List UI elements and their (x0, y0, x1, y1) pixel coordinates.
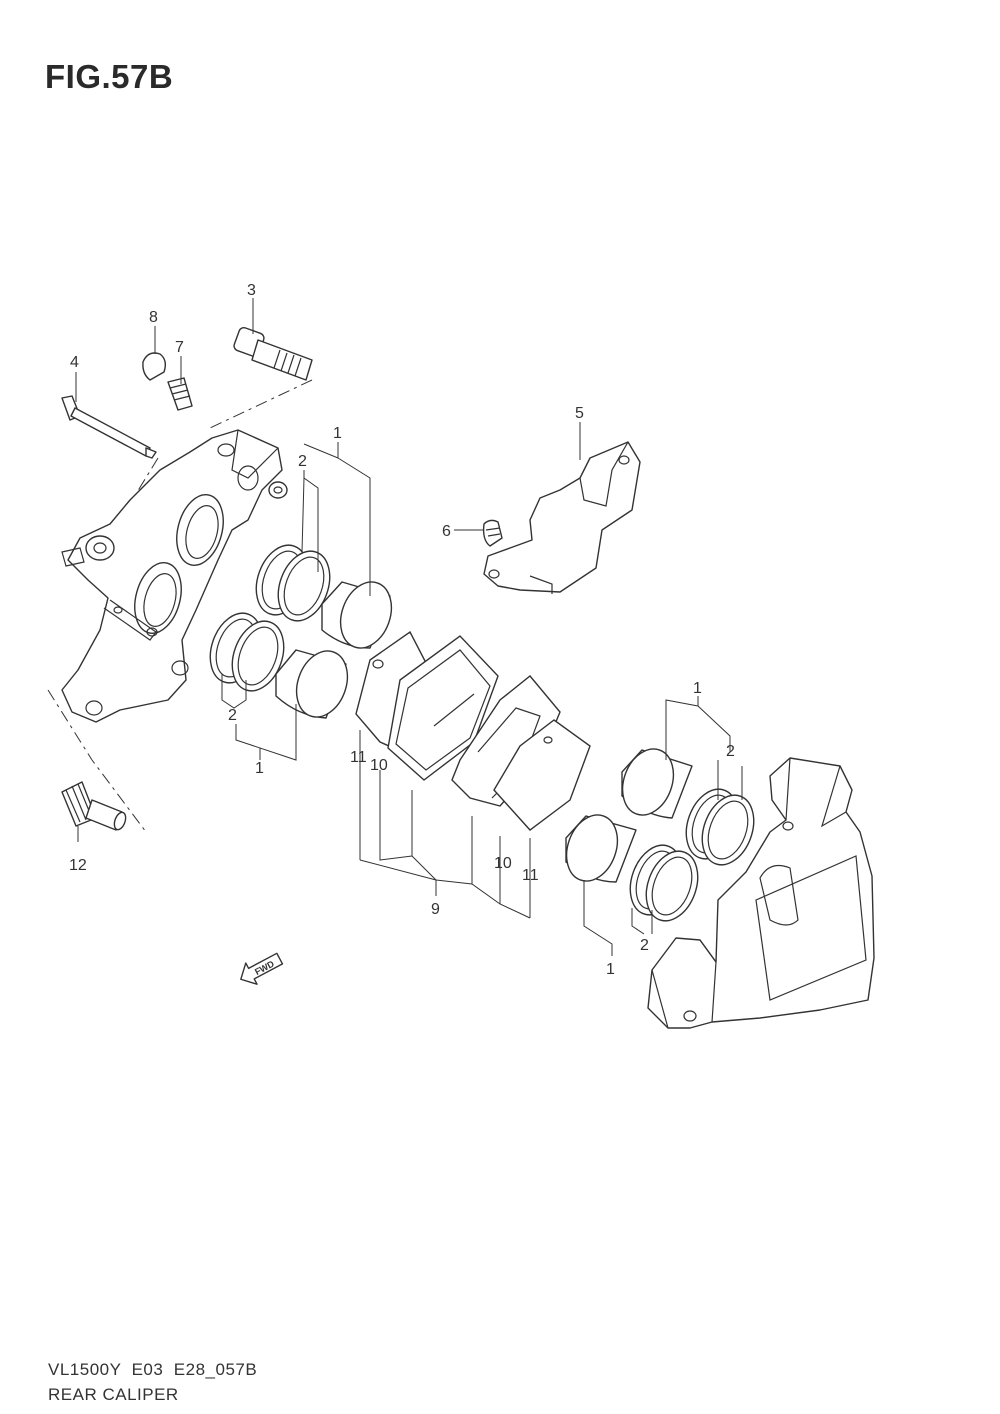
part-6-screw[interactable] (482, 519, 503, 547)
figure-title: FIG.57B (45, 58, 174, 95)
left-upper-piston[interactable] (321, 575, 400, 655)
right-lower-seals[interactable] (621, 838, 707, 928)
left-upper-seals[interactable] (247, 538, 339, 628)
callout-7: 7 (175, 339, 184, 356)
callout-2-bottom-right: 2 (640, 937, 649, 954)
callout-10-right: 10 (494, 855, 512, 872)
callout-labels: 3 8 7 4 1 2 2 1 11 10 9 10 11 5 6 1 2 2 … (69, 282, 735, 978)
callout-2-top-left: 2 (298, 453, 307, 470)
callout-9: 9 (431, 901, 440, 918)
callout-4: 4 (70, 354, 79, 371)
callout-12: 12 (69, 857, 87, 874)
part-12-bolt[interactable] (61, 781, 128, 831)
left-caliper-housing[interactable] (61, 429, 283, 723)
right-caliper-housing[interactable] (647, 757, 875, 1029)
callout-3: 3 (247, 282, 256, 299)
left-lower-seals[interactable] (201, 606, 293, 698)
part-3-bolt[interactable] (233, 326, 313, 381)
callout-10-left: 10 (370, 757, 388, 774)
callout-1-bottom-right: 1 (606, 961, 615, 978)
model-code: VL1500Y E03 E28_057B (48, 1360, 258, 1379)
callout-2-bottom-left: 2 (228, 707, 237, 724)
callout-6: 6 (442, 523, 451, 540)
callout-11-right: 11 (522, 867, 539, 884)
callout-11-left: 11 (350, 749, 367, 766)
right-upper-seals[interactable] (677, 782, 763, 872)
callout-1-bottom-left: 1 (255, 760, 264, 777)
part-5-spring-plate[interactable] (483, 441, 641, 594)
right-upper-piston[interactable] (614, 742, 693, 822)
callout-5: 5 (575, 405, 584, 422)
callout-2-top-right: 2 (726, 743, 735, 760)
callout-1-top-right: 1 (693, 680, 702, 697)
left-lower-piston[interactable] (275, 644, 356, 724)
part-8-cap[interactable] (142, 352, 167, 381)
section-name: REAR CALIPER (48, 1385, 179, 1404)
fwd-arrow-icon: FWD (240, 952, 284, 985)
part-7-bleeder[interactable] (167, 377, 193, 411)
right-lower-piston[interactable] (558, 808, 637, 888)
leader-lines (75, 298, 743, 956)
small-washer (268, 481, 288, 499)
callout-1-top-left: 1 (333, 425, 342, 442)
callout-8: 8 (149, 309, 158, 326)
pad-shim-right[interactable] (493, 719, 591, 831)
part-4-pin[interactable] (61, 395, 157, 459)
